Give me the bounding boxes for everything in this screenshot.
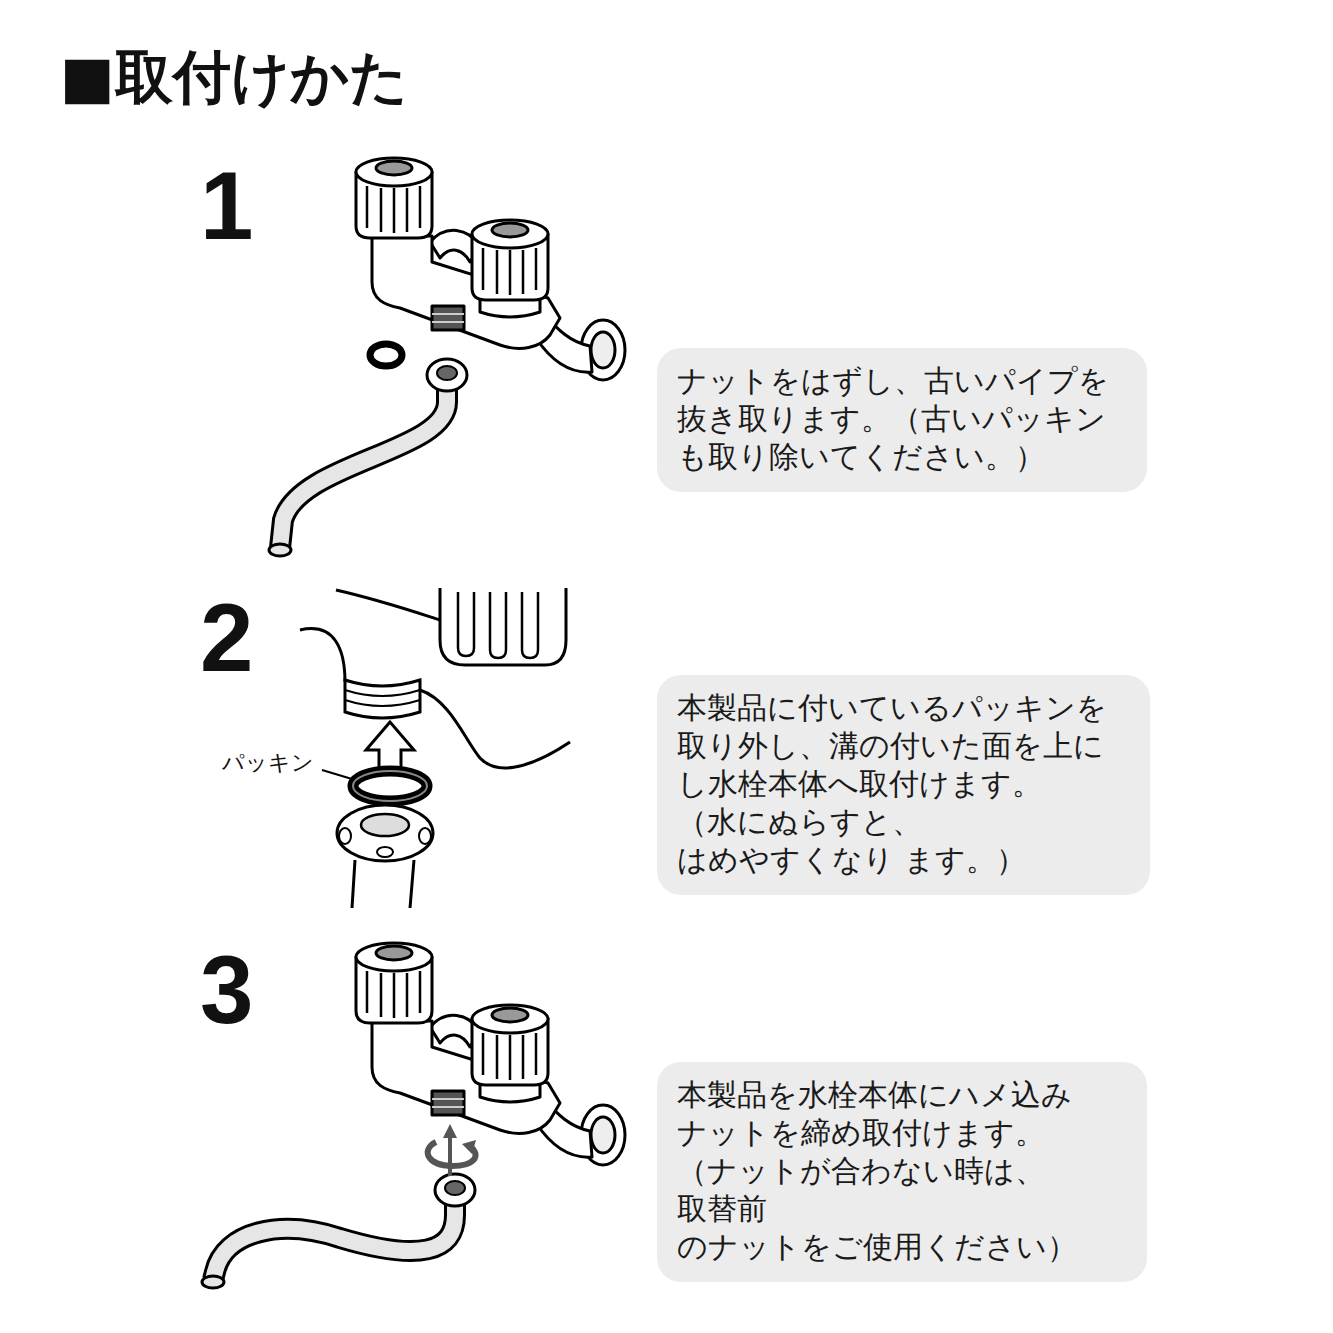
thread-lines: [345, 690, 420, 706]
step-number: 2: [200, 590, 253, 686]
thread: [345, 680, 420, 718]
instruction-text: 本製品に付いているパッキンを 取り外し、溝の付いた面を上に し水栓本体へ取付けま…: [677, 689, 1130, 879]
instruction-box: 本製品を水栓本体にハメ込み ナットを締め取付けます。 （ナットが合わない時は、取…: [657, 1062, 1147, 1282]
nut-knurl: [339, 828, 351, 844]
nut-hole: [445, 1181, 465, 1195]
old-pipe-fill: [280, 385, 447, 548]
pipe-end: [202, 1276, 224, 1288]
nut-hole: [437, 366, 457, 380]
instruction-text: ナットをはずし、古いパイプを 抜き取ります。（古いパッキン も取り除いてください…: [677, 362, 1127, 476]
pipe-closeup: [352, 860, 414, 908]
instruction-text: 本製品を水栓本体にハメ込み ナットを締め取付けます。 （ナットが合わない時は、取…: [677, 1076, 1127, 1266]
nut-knurl: [419, 828, 431, 844]
leader-line: [322, 770, 352, 779]
packing-groove: [353, 771, 427, 801]
step-number: 1: [200, 158, 253, 254]
insert-arrow: [448, 1134, 452, 1176]
handle-grooves: [458, 592, 538, 658]
body-outline: [336, 590, 440, 620]
old-packing: [370, 344, 402, 366]
old-pipe: [280, 385, 447, 548]
body-outline: [420, 690, 570, 768]
part-label: パッキン: [222, 750, 314, 776]
step-number: 3: [200, 942, 253, 1038]
up-arrow: [366, 722, 414, 770]
new-pipe: [213, 1200, 455, 1280]
handle-closeup: [440, 588, 566, 665]
nut-knurl: [377, 847, 393, 857]
turn-arrow-head: [462, 1140, 476, 1154]
insert-arrow-head: [443, 1124, 457, 1138]
faucet: [356, 158, 625, 380]
body-outline: [300, 629, 345, 682]
nut-closeup: [337, 805, 433, 861]
nut: [427, 359, 467, 391]
nut-inner: [361, 814, 409, 836]
instruction-box: ナットをはずし、古いパイプを 抜き取ります。（古いパッキン も取り除いてください…: [657, 348, 1147, 492]
nut: [435, 1174, 475, 1206]
page-title: ■取付けかた: [60, 44, 408, 111]
pipe-end: [269, 544, 291, 556]
packing: [353, 771, 427, 801]
new-pipe-fill: [213, 1200, 455, 1280]
faucet: [356, 943, 625, 1165]
instruction-box: 本製品に付いているパッキンを 取り外し、溝の付いた面を上に し水栓本体へ取付けま…: [657, 675, 1150, 895]
